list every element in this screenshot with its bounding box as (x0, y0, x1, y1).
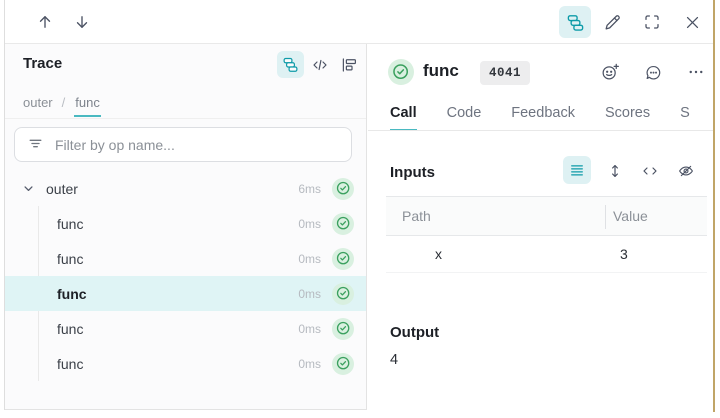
filter-icon (27, 135, 44, 155)
tree-row-label: func (57, 285, 87, 302)
tab-feedback[interactable]: Feedback (511, 105, 575, 121)
down-arrow-icon (73, 13, 91, 31)
breadcrumb-item-outer[interactable]: outer (23, 94, 53, 110)
success-check-icon (332, 282, 354, 305)
fullscreen-button[interactable] (638, 8, 666, 36)
trace-view-code-button[interactable] (306, 51, 333, 78)
tree-row-func-4[interactable]: func 0ms (5, 311, 366, 346)
code-icon (641, 162, 659, 180)
tab-scores[interactable]: Scores (604, 105, 651, 121)
tree-row-func-1[interactable]: func 0ms (5, 206, 366, 241)
inputs-section-title: Inputs (390, 164, 435, 181)
inputs-code-button[interactable] (637, 158, 662, 183)
tree-row-func-3-selected[interactable]: func 0ms (5, 276, 366, 311)
top-toolbar (5, 0, 713, 44)
close-icon (684, 14, 701, 31)
trace-panel: Trace outer / func (5, 44, 367, 410)
success-check-icon (332, 317, 354, 340)
close-button[interactable] (678, 8, 706, 36)
trace-tree-icon (566, 13, 585, 32)
tree-row-outer[interactable]: outer 6ms (5, 171, 366, 206)
inputs-table: Path Value x 3 (386, 196, 707, 273)
comment-button[interactable] (639, 58, 667, 86)
inputs-hide-button[interactable] (673, 158, 698, 183)
inputs-table-row[interactable]: x 3 (386, 236, 707, 273)
op-filter[interactable] (14, 127, 352, 162)
tree-row-duration: 0ms (298, 321, 321, 336)
pencil-icon (603, 13, 622, 32)
inputs-list-view-button[interactable] (563, 156, 591, 184)
tree-row-duration: 0ms (298, 286, 321, 301)
window-left-border (4, 0, 5, 410)
tree-row-duration: 0ms (298, 251, 321, 266)
output-value: 4 (390, 352, 399, 368)
tab-call[interactable]: Call (390, 94, 417, 130)
trace-view-flame-button[interactable] (335, 51, 362, 78)
breadcrumb: outer / func (5, 86, 366, 119)
column-header-value[interactable]: Value (613, 208, 648, 224)
add-reaction-icon (600, 62, 620, 82)
call-detail-panel: func 4041 Call Code Feedback Scores S In… (368, 44, 713, 418)
fullscreen-icon (643, 13, 661, 31)
trace-panel-title: Trace (23, 55, 63, 72)
prev-call-button[interactable] (31, 8, 59, 36)
next-call-button[interactable] (68, 8, 96, 36)
breadcrumb-item-func[interactable]: func (74, 88, 101, 117)
success-check-icon (332, 352, 354, 375)
success-check-icon (332, 247, 354, 270)
more-icon (687, 63, 705, 81)
call-title: func (423, 61, 459, 80)
inputs-table-header: Path Value (386, 196, 707, 236)
op-filter-input[interactable] (55, 136, 339, 153)
more-options-button[interactable] (682, 58, 710, 86)
tree-row-duration: 0ms (298, 356, 321, 371)
tree-row-func-2[interactable]: func 0ms (5, 241, 366, 276)
expand-vertical-icon (606, 162, 624, 180)
trace-view-tree-button[interactable] (277, 51, 304, 78)
success-check-icon (332, 177, 354, 200)
column-header-path[interactable]: Path (402, 208, 431, 224)
success-check-icon (332, 212, 354, 235)
cell-value: 3 (620, 246, 628, 262)
list-view-icon (568, 161, 586, 179)
breadcrumb-separator: / (61, 94, 66, 110)
tab-code[interactable]: Code (446, 105, 482, 121)
up-arrow-icon (36, 13, 54, 31)
toggle-trace-tree-button[interactable] (559, 6, 591, 38)
output-section-title: Output (390, 324, 440, 341)
code-icon (311, 56, 329, 74)
add-reaction-button[interactable] (596, 58, 624, 86)
trace-tree-icon (282, 56, 299, 73)
comment-icon (644, 63, 663, 82)
chevron-down-icon[interactable] (21, 181, 37, 197)
tab-summary-truncated[interactable]: S (680, 105, 690, 121)
tree-row-label: func (57, 320, 84, 337)
call-success-icon (388, 59, 414, 85)
call-id-badge[interactable]: 4041 (480, 61, 531, 85)
tree-row-duration: 6ms (298, 181, 321, 196)
hide-eye-icon (677, 162, 695, 180)
column-divider[interactable] (605, 205, 606, 229)
edit-button[interactable] (598, 8, 626, 36)
cell-path: x (435, 246, 442, 262)
flame-graph-icon (340, 56, 358, 74)
tree-row-label: func (57, 215, 84, 232)
call-tabs: Call Code Feedback Scores S (368, 94, 713, 131)
tree-row-label: func (57, 250, 84, 267)
tree-row-func-5[interactable]: func 0ms (5, 346, 366, 381)
tree-row-label: func (57, 355, 84, 372)
inputs-expand-button[interactable] (602, 158, 627, 183)
tree-row-duration: 0ms (298, 216, 321, 231)
tree-row-label: outer (46, 180, 78, 197)
window-right-border (713, 0, 715, 412)
